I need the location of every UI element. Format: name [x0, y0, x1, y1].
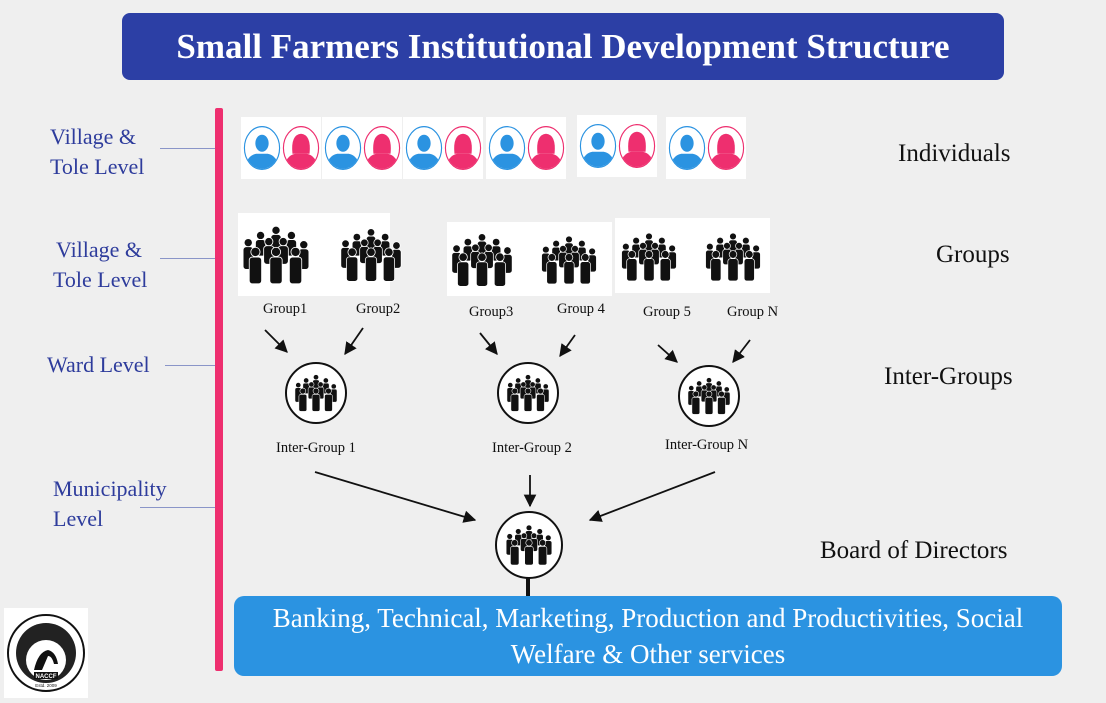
group-box: [238, 213, 390, 296]
services-box: Banking, Technical, Marketing, Productio…: [234, 596, 1062, 676]
level-line: Village &: [56, 237, 143, 262]
individual-pair: [666, 117, 746, 179]
individual-pair: [486, 117, 566, 179]
individual-pair: [577, 115, 657, 177]
board-node: [495, 511, 563, 579]
group-box: [615, 218, 770, 293]
naccf-seal-icon: NACCF Estd. 2009: [7, 614, 85, 692]
level-line: Municipality: [53, 476, 167, 501]
level-connector: [140, 507, 216, 508]
group-label: Group 4: [557, 301, 605, 317]
level-connector: [160, 258, 216, 259]
level-line: Village &: [50, 124, 137, 149]
crowd-icon: [505, 372, 551, 414]
crowd-icon: [293, 372, 339, 414]
naccf-logo: NACCF Estd. 2009: [4, 608, 88, 698]
group-label: Group N: [727, 304, 779, 320]
tier-label-groups: Groups: [936, 241, 1010, 268]
tier-label-inter-groups: Inter-Groups: [884, 363, 1013, 390]
inter-group-label: Inter-Group 2: [492, 440, 572, 456]
inter-group-label: Inter-Group N: [665, 437, 749, 453]
group-label: Group3: [469, 304, 514, 320]
individual-pair: [403, 117, 483, 179]
svg-text:NACCF: NACCF: [36, 674, 57, 680]
level-connector: [165, 365, 216, 366]
group-label: Group2: [356, 301, 401, 317]
level-line: Level: [53, 506, 104, 531]
level-label-ward: Ward Level: [47, 350, 150, 380]
inter-group-node: [678, 365, 740, 427]
individual-pair: [241, 117, 321, 179]
level-axis-bar: [215, 108, 223, 671]
page-title: Small Farmers Institutional Development …: [122, 13, 1004, 80]
group-label: Group1: [263, 301, 308, 317]
inter-group-node: [285, 362, 347, 424]
level-label-municipality: Municipality Level: [53, 474, 167, 534]
tier-label-individuals: Individuals: [898, 140, 1011, 167]
level-label-village-tole-2: Village & Tole Level: [53, 235, 147, 295]
level-line: Tole Level: [50, 154, 145, 179]
level-line: Ward Level: [47, 352, 150, 377]
level-connector: [160, 148, 216, 149]
services-line: Welfare & Other services: [510, 639, 786, 669]
level-label-village-tole-1: Village & Tole Level: [50, 122, 144, 182]
services-line: Banking, Technical, Marketing, Productio…: [272, 603, 1024, 633]
inter-group-label: Inter-Group 1: [276, 440, 356, 456]
crowd-icon: [504, 522, 554, 568]
group-label: Group 5: [643, 304, 691, 320]
tier-label-board: Board of Directors: [820, 537, 1008, 564]
individual-pair: [322, 117, 402, 179]
inter-group-node: [497, 362, 559, 424]
level-line: Tole Level: [53, 267, 148, 292]
crowd-icon: [686, 375, 732, 417]
svg-text:Estd. 2009: Estd. 2009: [35, 683, 57, 688]
group-box: [447, 222, 612, 296]
